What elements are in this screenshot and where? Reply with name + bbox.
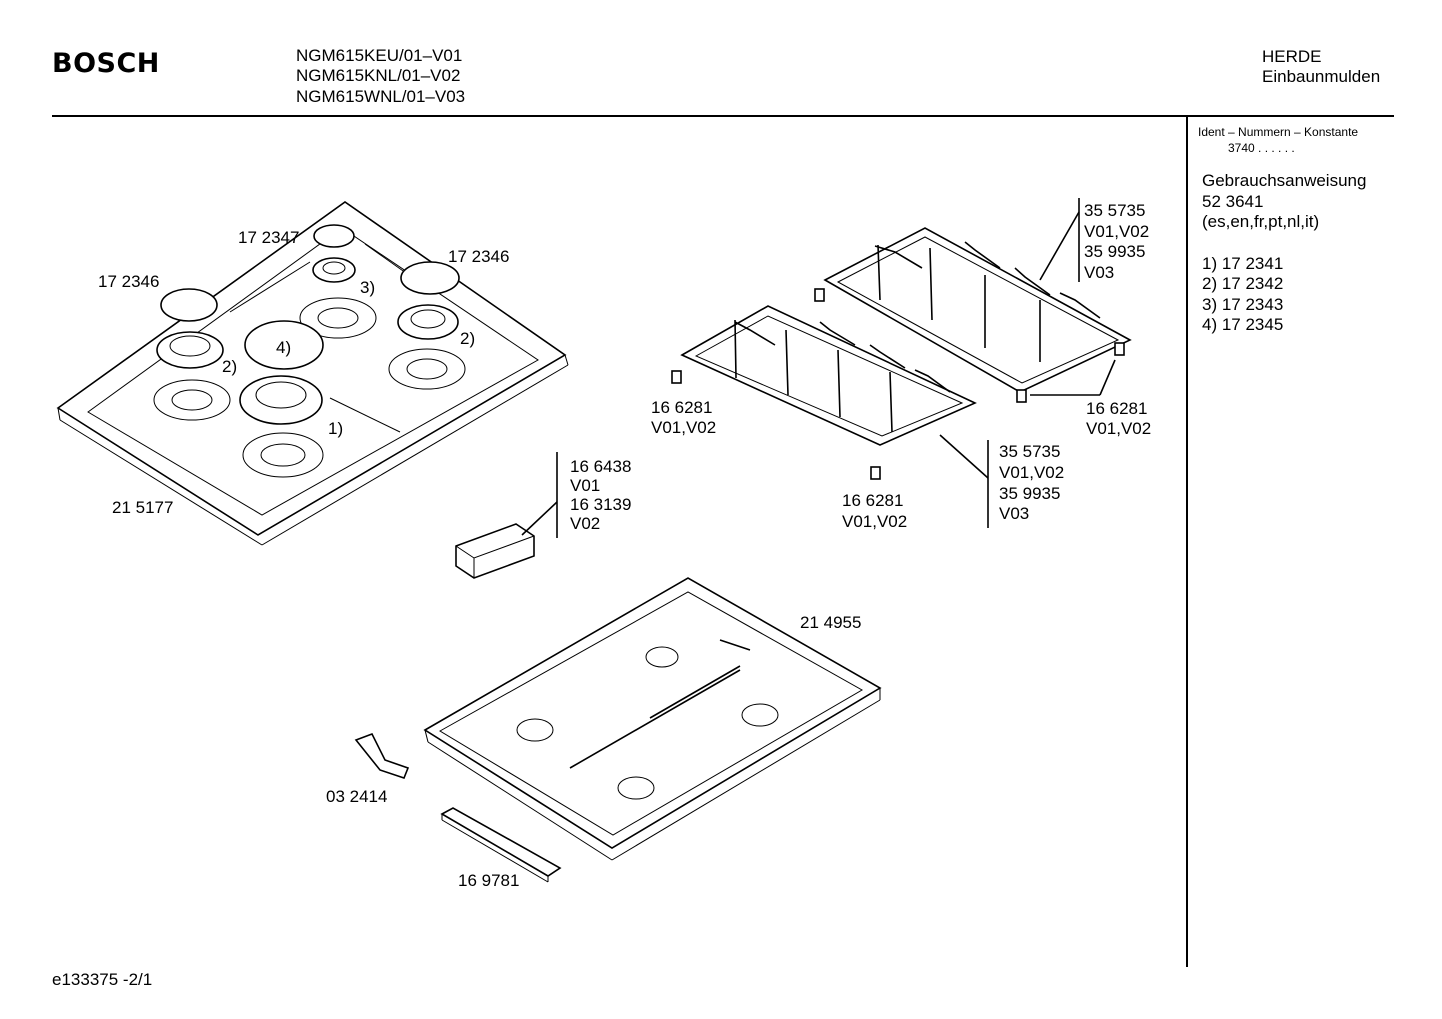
label-hob-top: 21 5177 xyxy=(112,498,174,517)
label-bracket: 03 2414 xyxy=(326,787,388,806)
sidebar-rule xyxy=(1186,116,1188,967)
mounting-bracket xyxy=(354,732,410,779)
model-line-1: NGM615KEU/01–V01 xyxy=(296,46,463,65)
burner-3 xyxy=(312,257,356,283)
model-line-2: NGM615KNL/01–V02 xyxy=(296,66,461,85)
label-box-2: V01 xyxy=(570,476,601,495)
label-burner-1: 1) xyxy=(328,419,344,438)
label-grate-left-4: V03 xyxy=(999,504,1030,523)
leader-lines xyxy=(521,198,1116,538)
label-foot-bottom-1: 16 6281 xyxy=(842,491,904,510)
label-burner-2-left: 2) xyxy=(222,357,238,376)
drawing-reference: e133375 -2/1 xyxy=(52,970,153,989)
label-foot-left-2: V01,V02 xyxy=(651,418,717,437)
note-3: 3) 17 2343 xyxy=(1202,295,1284,314)
manual-number: 52 3641 xyxy=(1202,192,1264,211)
manual-title: Gebrauchsanweisung xyxy=(1202,171,1367,190)
label-grate-right-3: 35 9935 xyxy=(1084,242,1146,261)
note-1: 1) 17 2341 xyxy=(1202,254,1284,273)
label-box-1: 16 6438 xyxy=(570,457,632,476)
burner-2-right xyxy=(397,304,459,340)
burner-1 xyxy=(239,375,323,425)
label-burner-2-right: 2) xyxy=(460,329,476,348)
label-cap-top: 17 2347 xyxy=(238,228,300,247)
label-cap-right: 17 2346 xyxy=(448,247,510,266)
rubber-foot-1 xyxy=(814,288,825,302)
label-cap-left: 17 2346 xyxy=(98,272,160,291)
burner-cap-large xyxy=(244,320,324,370)
label-burner-3: 3) xyxy=(360,278,376,297)
ignition-box xyxy=(455,523,535,579)
label-grate-left-3: 35 9935 xyxy=(999,484,1061,503)
rubber-foot-4 xyxy=(1016,389,1027,403)
brand-logo: BOSCH xyxy=(52,48,160,79)
model-line-3: NGM615WNL/01–V03 xyxy=(296,87,466,106)
label-box-4: V02 xyxy=(570,514,601,533)
sealing-strip xyxy=(440,807,562,883)
burner-cap-right xyxy=(400,261,460,295)
rubber-foot-2 xyxy=(671,370,682,384)
label-box-3: 16 3139 xyxy=(570,495,632,514)
label-base: 21 4955 xyxy=(800,613,862,632)
note-2: 2) 17 2342 xyxy=(1202,274,1284,293)
burner-cap-top xyxy=(313,224,355,248)
label-foot-left-1: 16 6281 xyxy=(651,398,713,417)
label-foot-right-1: 16 6281 xyxy=(1086,399,1148,418)
category-title: HERDE xyxy=(1262,47,1322,66)
label-grate-right-4: V03 xyxy=(1084,263,1115,282)
burner-cap-left xyxy=(160,288,218,322)
burner-2-left xyxy=(156,331,224,369)
label-foot-right-2: V01,V02 xyxy=(1086,419,1152,438)
pan-support-left xyxy=(680,305,977,446)
rubber-foot-3 xyxy=(1114,342,1125,356)
label-grate-right-1: 35 5735 xyxy=(1084,201,1146,220)
rubber-foot-5 xyxy=(870,466,881,480)
label-grate-left-2: V01,V02 xyxy=(999,463,1065,482)
label-foot-bottom-2: V01,V02 xyxy=(842,512,908,531)
label-burner-4: 4) xyxy=(276,338,292,357)
ident-title: Ident – Nummern – Konstante xyxy=(1198,125,1359,139)
label-grate-left-1: 35 5735 xyxy=(999,442,1061,461)
note-4: 4) 17 2345 xyxy=(1202,315,1284,334)
base-pan xyxy=(423,577,882,861)
label-strip: 16 9781 xyxy=(458,871,520,890)
label-grate-right-2: V01,V02 xyxy=(1084,222,1150,241)
manual-languages: (es,en,fr,pt,nl,it) xyxy=(1202,212,1320,231)
ident-value: 3740 . . . . . . xyxy=(1228,141,1295,155)
header-rule xyxy=(52,115,1394,117)
pan-support-right xyxy=(823,227,1132,393)
category-subtitle: Einbaunmulden xyxy=(1262,67,1381,86)
